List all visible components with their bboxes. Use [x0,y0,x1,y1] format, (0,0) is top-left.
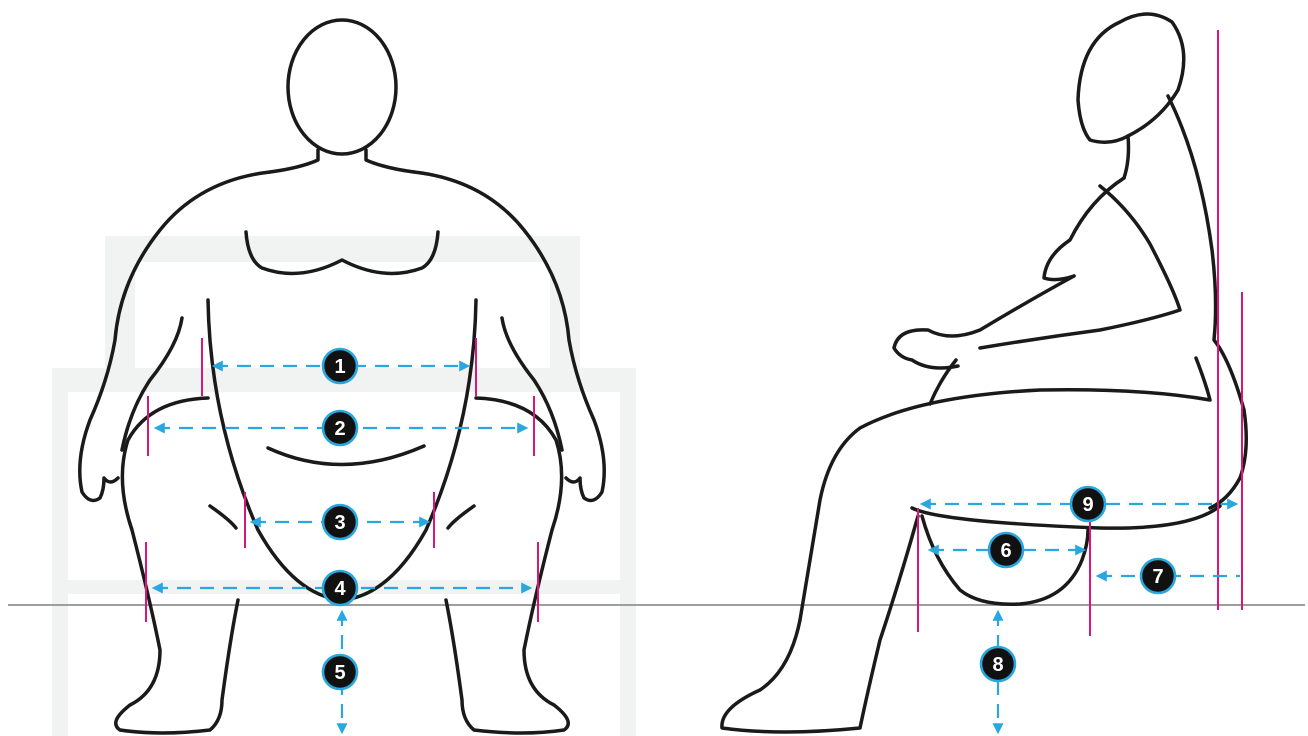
badge-7: 7 [1141,559,1175,593]
svg-text:6: 6 [1000,540,1011,562]
measurement-badges: 1 2 3 4 5 6 7 8 9 [323,349,1175,689]
badge-6: 6 [989,533,1023,567]
badge-2: 2 [323,411,357,445]
svg-text:7: 7 [1152,566,1163,588]
svg-text:8: 8 [992,654,1003,676]
badge-3: 3 [323,505,357,539]
svg-text:4: 4 [334,578,346,600]
svg-text:1: 1 [334,356,345,378]
svg-text:2: 2 [334,418,345,440]
badge-5: 5 [323,655,357,689]
svg-text:5: 5 [334,662,345,684]
badge-4: 4 [323,571,357,605]
seated-person-side-view [722,14,1246,732]
badge-9: 9 [1071,487,1105,521]
badge-1: 1 [323,349,357,383]
measurement-arrows [154,366,1240,732]
svg-text:9: 9 [1082,494,1093,516]
badge-8: 8 [981,647,1015,681]
svg-text:3: 3 [334,512,345,534]
